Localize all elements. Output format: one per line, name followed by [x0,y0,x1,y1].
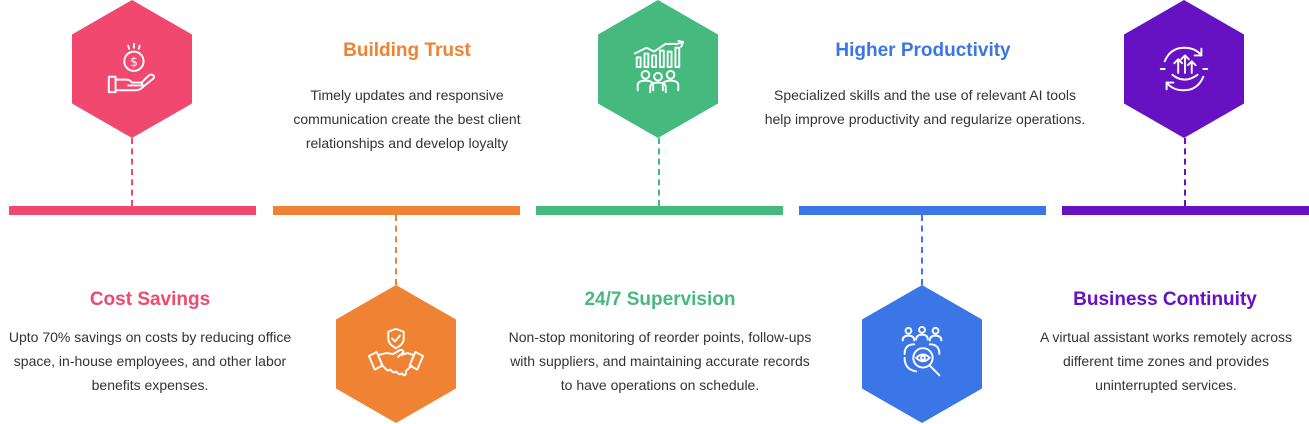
connector-continuity [1184,138,1186,206]
supervision-title: 24/7 Supervision [584,289,736,310]
cost-savings-hexagon: $ [72,0,192,138]
building-trust-title: Building Trust [343,40,471,61]
supervision-hexagon [598,0,718,138]
productivity-title: Higher Productivity [835,40,1011,61]
continuity-title: Business Continuity [1073,289,1257,310]
hand-dollar-coin-icon: $ [107,42,155,94]
timeline-bar-productivity [799,206,1046,215]
timeline-bar-building-trust [273,206,520,215]
team-growth-chart-icon [633,40,685,94]
cost-savings-title: Cost Savings [89,289,211,310]
continuity-description: A virtual assistant works remotely acros… [1039,329,1293,393]
timeline-bar-supervision [536,206,783,215]
handshake-shield-icon [367,327,425,377]
cost-savings-description: Upto 70% savings on costs by reducing of… [8,329,292,393]
continuity-hexagon [1124,0,1244,138]
svg-text:$: $ [130,54,138,69]
team-gear-eye-icon [901,325,943,377]
building-trust-description: Timely updates and responsive communicat… [293,87,521,151]
connector-building-trust [395,215,397,285]
building-trust-hexagon [336,285,456,423]
supervision-description: Non-stop monitoring of reorder points, f… [508,329,812,393]
timeline-bar-continuity [1062,206,1309,215]
productivity-hexagon [862,285,982,423]
gear-cycle-arrows-icon [1159,46,1209,92]
connector-supervision [658,138,660,206]
timeline-bar-cost-savings [9,206,256,215]
connector-productivity [921,215,923,285]
productivity-description: Specialized skills and the use of releva… [764,87,1086,127]
connector-cost-savings [131,138,133,206]
